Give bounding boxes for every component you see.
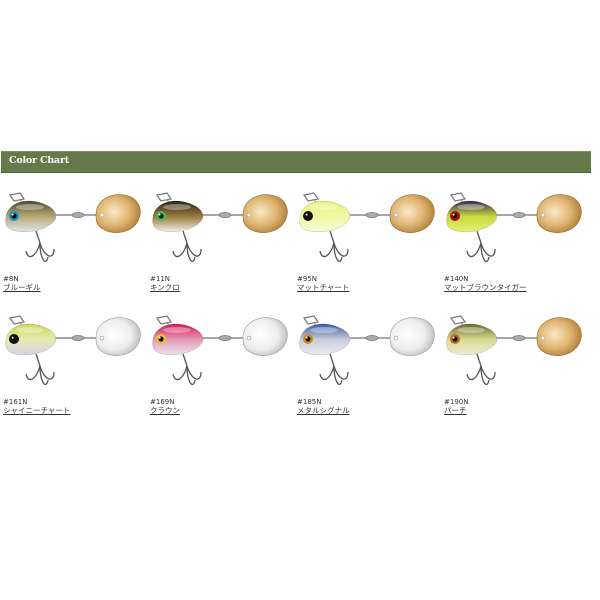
color-name-link[interactable]: パーチ [444, 406, 467, 415]
snap-icon [450, 315, 466, 325]
spinner-blade [536, 317, 582, 356]
color-name-link[interactable]: シャイニーチャート [3, 406, 71, 415]
lure-body [299, 200, 351, 232]
treble-hook-icon [319, 353, 349, 385]
lure-body [5, 323, 57, 355]
color-code: #169N [150, 398, 175, 406]
color-code: #140N [444, 275, 469, 283]
color-name-link[interactable]: キンクロ [150, 283, 180, 292]
treble-hook-icon [319, 230, 349, 262]
lure-image [299, 192, 435, 262]
lure-image [446, 315, 582, 385]
color-name-link[interactable]: マットチャート [297, 283, 350, 292]
color-code: #8N [3, 275, 19, 283]
lure-body [5, 200, 57, 232]
spinner-blade [536, 194, 582, 233]
lure-image [5, 192, 141, 262]
color-chart-header: Color Chart [1, 151, 591, 173]
lure-body [446, 323, 498, 355]
spinner-blade [389, 317, 435, 356]
color-name-link[interactable]: マットブラウンタイガー [444, 283, 527, 292]
color-code: #185N [297, 398, 322, 406]
snap-icon [9, 315, 25, 325]
lure-body [152, 323, 204, 355]
treble-hook-icon [466, 353, 496, 385]
color-code: #95N [297, 275, 318, 283]
treble-hook-icon [25, 353, 55, 385]
color-code: #11N [150, 275, 171, 283]
snap-icon [303, 315, 319, 325]
lure-body [152, 200, 204, 232]
color-code: #161N [3, 398, 28, 406]
snap-icon [303, 192, 319, 202]
treble-hook-icon [172, 353, 202, 385]
spinner-blade [95, 317, 141, 356]
snap-icon [450, 192, 466, 202]
color-name-link[interactable]: メタルシグナル [297, 406, 350, 415]
lure-image [5, 315, 141, 385]
snap-icon [9, 192, 25, 202]
treble-hook-icon [172, 230, 202, 262]
lure-image [446, 192, 582, 262]
treble-hook-icon [25, 230, 55, 262]
color-chart-title: Color Chart [9, 155, 69, 166]
color-name-link[interactable]: ブルーギル [3, 283, 41, 292]
lure-image [152, 192, 288, 262]
snap-icon [156, 192, 172, 202]
snap-icon [156, 315, 172, 325]
spinner-blade [242, 317, 288, 356]
spinner-blade [95, 194, 141, 233]
color-name-link[interactable]: クラウン [150, 406, 180, 415]
color-code: #190N [444, 398, 469, 406]
lure-body [446, 200, 498, 232]
spinner-blade [242, 194, 288, 233]
treble-hook-icon [466, 230, 496, 262]
lure-image [299, 315, 435, 385]
lure-image [152, 315, 288, 385]
spinner-blade [389, 194, 435, 233]
lure-body [299, 323, 351, 355]
